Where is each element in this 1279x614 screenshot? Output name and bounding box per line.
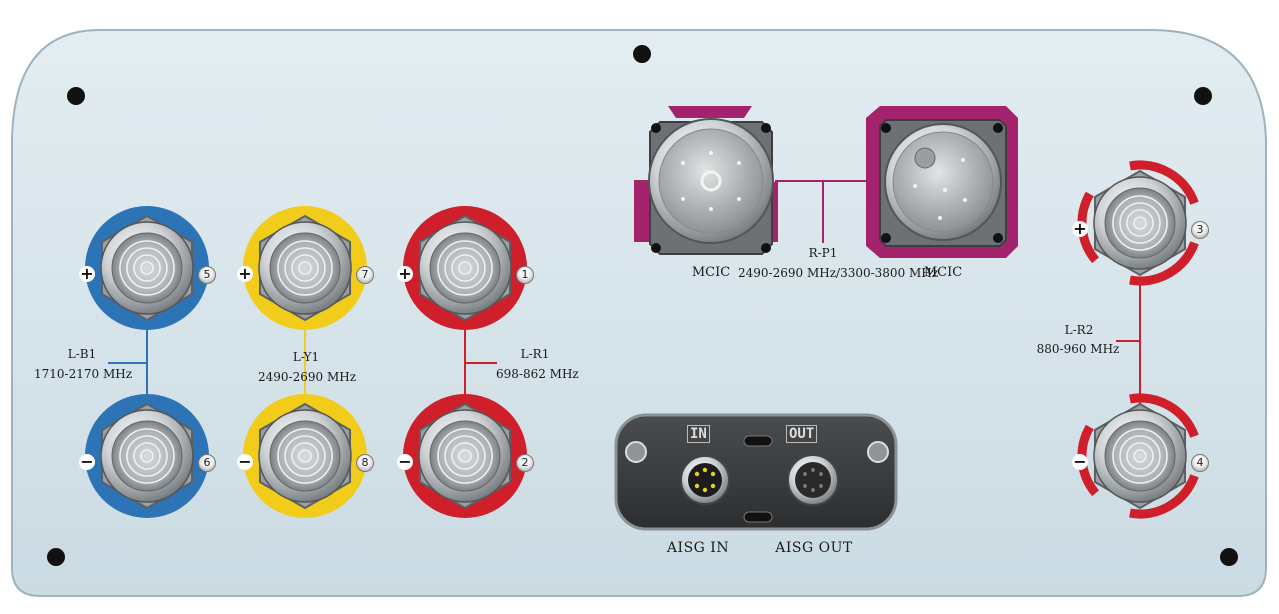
- minus-icon: −: [1072, 452, 1088, 471]
- label-lr2-name: L-R2: [1064, 323, 1094, 337]
- rf-ports: [85, 160, 1199, 519]
- mcic-right-connector[interactable]: [866, 106, 1018, 258]
- aisg-out-tag: OUT: [786, 425, 818, 443]
- rf-port-2[interactable]: [403, 394, 527, 518]
- label-lb1-name: L-B1: [67, 347, 97, 361]
- rf-port-7[interactable]: [243, 206, 367, 330]
- plus-icon: +: [79, 264, 95, 283]
- minus-icon: −: [397, 452, 413, 471]
- label-lr1-name: L-R1: [520, 347, 550, 361]
- port-number-1: 1: [516, 266, 534, 284]
- port-number-5: 5: [198, 266, 216, 284]
- rf-port-6[interactable]: [85, 394, 209, 518]
- port-number-8: 8: [356, 454, 374, 472]
- rf-port-4[interactable]: [1077, 393, 1199, 519]
- port-number-2: 2: [516, 454, 534, 472]
- aisg-plate: [614, 413, 898, 531]
- label-lb1-freq: 1710-2170 MHz: [34, 367, 133, 381]
- label-aisg-out: AISG OUT: [775, 540, 853, 556]
- label-rp1-freq: 2490-2690 MHz/3300-3800 MHz: [738, 266, 939, 280]
- mounting-holes: [47, 45, 1238, 566]
- label-mcic-left: MCIC: [691, 265, 731, 280]
- plus-icon: +: [1072, 219, 1088, 238]
- label-mcic-right: MCIC: [923, 265, 963, 280]
- label-ly1-freq: 2490-2690 MHz: [258, 370, 357, 384]
- band-lines: [108, 180, 1141, 405]
- port-number-6: 6: [198, 454, 216, 472]
- rf-port-3[interactable]: [1077, 160, 1199, 286]
- aisg-in-connector[interactable]: [680, 455, 730, 505]
- port-number-3: 3: [1191, 221, 1209, 239]
- mcic-left-connector[interactable]: [634, 106, 778, 255]
- port-number-4: 4: [1191, 454, 1209, 472]
- minus-icon: −: [237, 452, 253, 471]
- label-ly1-name: L-Y1: [292, 350, 320, 364]
- aisg-in-tag: IN: [687, 425, 710, 443]
- label-aisg-in: AISG IN: [666, 540, 730, 556]
- minus-icon: −: [79, 452, 95, 471]
- rf-port-1[interactable]: [403, 206, 527, 330]
- aisg-out-connector[interactable]: [787, 454, 839, 506]
- plus-icon: +: [237, 264, 253, 283]
- label-lr1-freq: 698-862 MHz: [496, 367, 579, 381]
- label-lr2-freq: 880-960 MHz: [1036, 342, 1120, 356]
- label-rp1-name: R-P1: [808, 246, 838, 260]
- rf-port-5[interactable]: [85, 206, 209, 330]
- rf-port-8[interactable]: [243, 394, 367, 518]
- port-number-7: 7: [356, 266, 374, 284]
- plus-icon: +: [397, 264, 413, 283]
